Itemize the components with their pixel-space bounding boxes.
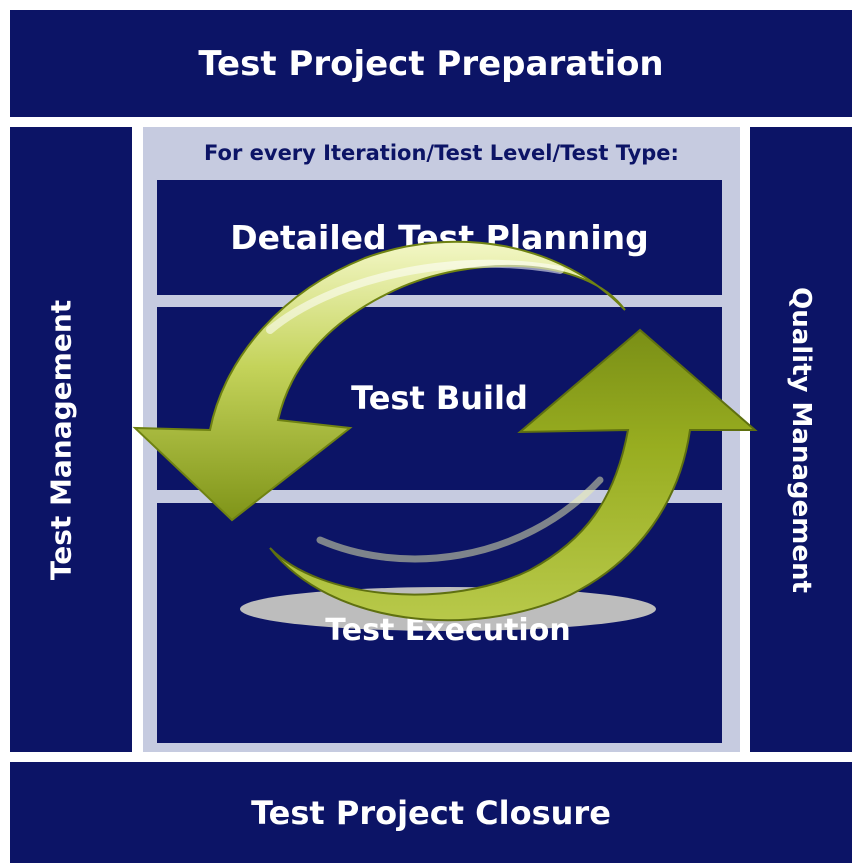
left-bar <box>10 127 132 752</box>
top-banner-label: Test Project Preparation <box>198 43 664 84</box>
phase-label-build: Test Build <box>351 379 528 417</box>
iteration-label: For every Iteration/Test Level/Test Type… <box>204 141 679 165</box>
phase-label-planning: Detailed Test Planning <box>230 218 649 257</box>
phase-box-build: Test Build <box>157 307 722 490</box>
phase-box-planning: Detailed Test Planning <box>157 180 722 295</box>
top-banner: Test Project Preparation <box>10 10 852 117</box>
bottom-banner: Test Project Closure <box>10 762 852 863</box>
right-bar <box>750 127 852 752</box>
left-bar-label: Test Management <box>44 299 78 581</box>
right-bar-label: Quality Management <box>786 287 816 593</box>
bottom-banner-label: Test Project Closure <box>251 793 611 832</box>
phase-box-execution <box>157 503 722 743</box>
